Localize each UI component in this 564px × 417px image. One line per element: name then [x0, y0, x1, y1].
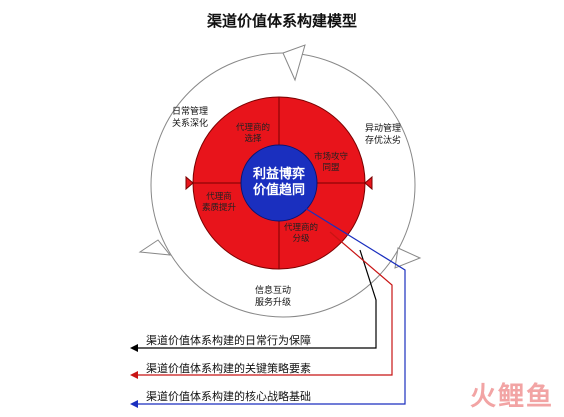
- middle-label-grading: 代理商的 分级: [276, 223, 326, 245]
- legend-arrow-1: [130, 344, 138, 352]
- outer-label-daily: 日常管理 关系深化: [160, 106, 220, 130]
- outer-label-daily-line2: 关系深化: [171, 119, 208, 129]
- middle-arrow-right: [364, 175, 373, 191]
- outer-arrow-right: [394, 247, 422, 269]
- outer-label-change-line1: 异动管理: [364, 124, 401, 134]
- outer-arrow-top: [282, 44, 306, 82]
- middle-label-grading-line1: 代理商的: [283, 223, 318, 233]
- outer-label-info: 信息互动 服务升级: [243, 285, 303, 309]
- legend-item-daily: 渠道价值体系构建的日常行为保障: [146, 334, 311, 347]
- middle-label-alliance: 市场攻守 同盟: [305, 152, 357, 174]
- core-circle: [240, 144, 318, 222]
- middle-label-selection-line2: 选择: [244, 134, 262, 144]
- outer-arrow-left: [138, 239, 172, 256]
- legend-arrow-3: [130, 400, 138, 408]
- connector-black: [136, 249, 377, 349]
- middle-label-selection: 代理商的 选择: [229, 123, 277, 145]
- core-label: 利益博弈 价值趋同: [241, 167, 317, 199]
- legend-item-core: 渠道价值体系构建的核心战略基础: [146, 390, 311, 403]
- middle-label-alliance-line1: 市场攻守: [313, 152, 348, 162]
- diagram-title: 渠道价值体系构建模型: [206, 12, 357, 30]
- connector-red: [136, 231, 393, 376]
- core-label-line2: 价值趋同: [252, 183, 305, 198]
- outer-label-daily-line1: 日常管理: [171, 107, 208, 117]
- middle-label-selection-line1: 代理商的: [235, 123, 270, 133]
- middle-label-quality-line1: 代理商: [206, 192, 232, 202]
- outer-label-info-line1: 信息互动: [254, 286, 291, 296]
- middle-label-alliance-line2: 同盟: [322, 163, 340, 173]
- middle-arrow-left: [185, 175, 194, 191]
- connector-blue: [136, 204, 406, 405]
- legend-item-key: 渠道价值体系构建的关键策略要素: [146, 362, 311, 375]
- outer-label-change: 异动管理 存优汰劣: [353, 123, 413, 147]
- outer-label-change-line2: 存优汰劣: [364, 136, 401, 146]
- outer-label-info-line2: 服务升级: [254, 298, 291, 308]
- middle-label-grading-line2: 分级: [292, 234, 310, 244]
- middle-label-quality: 代理商 素质提升: [193, 192, 245, 214]
- middle-label-quality-line2: 素质提升: [201, 203, 236, 213]
- core-label-line1: 利益博弈: [252, 167, 305, 182]
- watermark-logo: 火鲤鱼: [469, 382, 554, 412]
- legend-arrow-2: [130, 371, 138, 379]
